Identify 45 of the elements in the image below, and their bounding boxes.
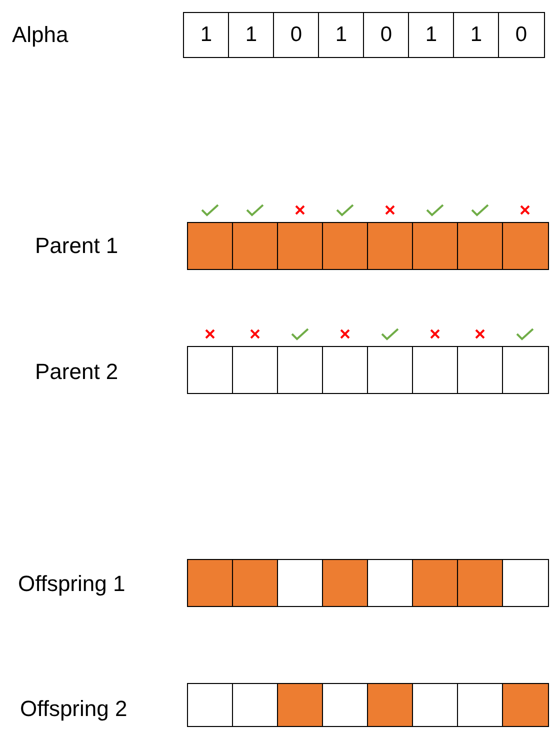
gene-cell (232, 222, 278, 270)
gene-cell (322, 222, 368, 270)
row-label: Offspring 1 (18, 571, 126, 597)
gene-cell (187, 559, 234, 607)
gene-cell (367, 346, 414, 394)
gene-cell (412, 222, 458, 270)
gene-cell (232, 559, 278, 607)
gene-cell (187, 683, 234, 727)
gene-cell (232, 683, 278, 727)
gene-cell (367, 683, 414, 727)
row-label: Alpha (12, 22, 68, 48)
gene-cell (367, 222, 414, 270)
digit-cell: 0 (273, 12, 320, 58)
gene-cell (502, 222, 548, 270)
digit-cell: 1 (453, 12, 500, 58)
gene-cell (457, 346, 504, 394)
gene-cell (502, 559, 548, 607)
gene-cell (457, 222, 504, 270)
gene-cell (502, 346, 548, 394)
digit-cell: 1 (183, 12, 230, 58)
gene-cell (367, 559, 414, 607)
gene-cell (457, 559, 504, 607)
digit-cell: 1 (318, 12, 364, 58)
gene-cell (322, 346, 368, 394)
gene-cell (412, 683, 458, 727)
digit-cell: 1 (228, 12, 274, 58)
gene-cell (502, 683, 548, 727)
gene-cell (412, 559, 458, 607)
digit-cell: 0 (498, 12, 544, 58)
row-label: Parent 2 (35, 359, 118, 385)
gene-cell (277, 346, 324, 394)
gene-cell (322, 559, 368, 607)
digit-cell: 1 (408, 12, 454, 58)
gene-cell (322, 683, 368, 727)
row-label: Parent 1 (35, 233, 118, 259)
gene-cell (412, 346, 458, 394)
gene-cell (277, 559, 324, 607)
gene-cell (277, 222, 324, 270)
gene-cell (187, 222, 234, 270)
gene-cell (277, 683, 324, 727)
digit-cell: 0 (363, 12, 410, 58)
row-label: Offspring 2 (20, 696, 128, 722)
gene-cell (457, 683, 504, 727)
gene-cell (232, 346, 278, 394)
gene-cell (187, 346, 234, 394)
